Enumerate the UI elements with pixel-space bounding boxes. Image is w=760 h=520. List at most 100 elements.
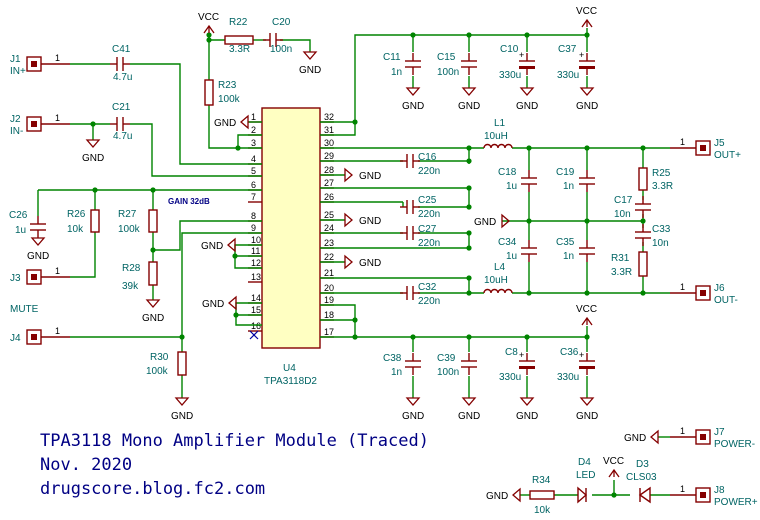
junction-dot bbox=[466, 290, 472, 296]
ic-pin-right-number: 29 bbox=[324, 151, 334, 161]
c11-ref: C11 bbox=[383, 52, 401, 63]
ic-pin-left-number: 13 bbox=[251, 272, 261, 282]
l4-value: 10uH bbox=[484, 275, 508, 286]
r22-value: 3.3R bbox=[229, 44, 250, 55]
j2-ref: J2 bbox=[10, 114, 21, 125]
vcc-label: VCC bbox=[198, 12, 219, 23]
gnd-symbol: GND bbox=[202, 295, 237, 311]
c25-value: 220n bbox=[418, 209, 440, 220]
j8-label: POWER+ bbox=[714, 497, 758, 508]
junction-dot bbox=[352, 119, 358, 125]
ic-value: TPA3118D2 bbox=[264, 376, 317, 387]
ic-pin-left-number: 1 bbox=[251, 112, 256, 122]
j5-label: OUT+ bbox=[714, 150, 741, 161]
junction-dot bbox=[466, 145, 472, 151]
gnd-symbol: GND bbox=[299, 51, 321, 76]
junction-dot bbox=[611, 492, 617, 498]
ic-pin-right-number: 24 bbox=[324, 223, 334, 233]
connector-j8[interactable]: 1 J8 POWER+ bbox=[670, 484, 758, 508]
c17-value: 10n bbox=[614, 209, 631, 220]
c25-ref: C25 bbox=[418, 195, 437, 206]
l1-value: 10uH bbox=[484, 131, 508, 142]
gnd-label: GND bbox=[402, 101, 424, 112]
r28-ref: R28 bbox=[122, 263, 141, 274]
junction-dot bbox=[232, 253, 238, 259]
d4-value: LED bbox=[576, 470, 595, 481]
ic-pin-right-number: 17 bbox=[324, 327, 334, 337]
junction-dot bbox=[150, 187, 156, 193]
c20-value: 100n bbox=[270, 44, 292, 55]
j4-pin: 1 bbox=[55, 326, 60, 336]
junction-dot bbox=[235, 145, 241, 151]
title-line2: Nov. 2020 bbox=[40, 455, 132, 475]
junction-dot bbox=[640, 290, 646, 296]
junction-dot bbox=[526, 145, 532, 151]
j7-label: POWER- bbox=[714, 439, 755, 450]
connector-j6[interactable]: 1 J6 OUT- bbox=[670, 282, 738, 306]
j6-ref: J6 bbox=[714, 283, 725, 294]
ic-pin-right-number: 27 bbox=[324, 178, 334, 188]
r34-ref: R34 bbox=[532, 475, 551, 486]
ic-pin-left-number: 15 bbox=[251, 305, 261, 315]
capacitor-c25: C25 220n bbox=[400, 195, 440, 220]
c35-value: 1n bbox=[563, 251, 574, 262]
r30-value: 100k bbox=[146, 366, 169, 377]
junction-dot bbox=[410, 334, 416, 340]
connector-j3[interactable]: 1 J3 MUTE bbox=[10, 266, 70, 315]
r25-ref: R25 bbox=[652, 168, 671, 179]
ic-pin-left-number: 7 bbox=[251, 192, 256, 202]
ic-pin-left-number: 4 bbox=[251, 154, 256, 164]
junction-dot bbox=[466, 275, 472, 281]
gnd-label: GND bbox=[202, 299, 224, 310]
r30-ref: R30 bbox=[150, 352, 169, 363]
ic-pin-right-number: 32 bbox=[324, 112, 334, 122]
ic-pin-right-number: 26 bbox=[324, 192, 334, 202]
j8-ref: J8 bbox=[714, 485, 725, 496]
c38-ref: C38 bbox=[383, 353, 402, 364]
junction-dot bbox=[584, 334, 590, 340]
c16-ref: C16 bbox=[418, 152, 437, 163]
connector-j4[interactable]: 1 J4 bbox=[10, 326, 70, 345]
gnd-symbol: GND bbox=[474, 213, 510, 229]
junction-dot bbox=[179, 334, 185, 340]
j5-ref: J5 bbox=[714, 138, 725, 149]
c39-value: 100n bbox=[437, 367, 459, 378]
junction-dot bbox=[584, 145, 590, 151]
inductor-l4: L4 10uH bbox=[483, 262, 513, 294]
connector-j2[interactable]: 1 J2 IN- bbox=[10, 113, 70, 137]
c26-value: 1u bbox=[15, 225, 26, 236]
ic-pin-left-number: 5 bbox=[251, 166, 256, 176]
junction-dot bbox=[584, 32, 590, 38]
c8-value: 330u bbox=[499, 372, 521, 383]
l4-ref: L4 bbox=[494, 262, 506, 273]
connector-j5[interactable]: 1 J5 OUT+ bbox=[670, 137, 741, 161]
junction-dot bbox=[466, 204, 472, 210]
ic-u4: U4 TPA3118D2 bbox=[261, 107, 321, 387]
gnd-label: GND bbox=[458, 101, 480, 112]
junction-dot bbox=[410, 32, 416, 38]
gnd-symbol: GND bbox=[458, 87, 480, 112]
connector-j7[interactable]: 1 J7 POWER- bbox=[670, 426, 755, 450]
ic-pin-left-number: 16 bbox=[251, 321, 261, 331]
gnd-symbol: GND bbox=[458, 397, 480, 422]
c19-ref: C19 bbox=[556, 167, 575, 178]
c15-ref: C15 bbox=[437, 52, 456, 63]
connector-j1[interactable]: 1 J1 IN+ bbox=[10, 53, 70, 77]
ic-pin-right-number: 21 bbox=[324, 268, 334, 278]
vcc-symbol: VCC bbox=[603, 456, 624, 478]
